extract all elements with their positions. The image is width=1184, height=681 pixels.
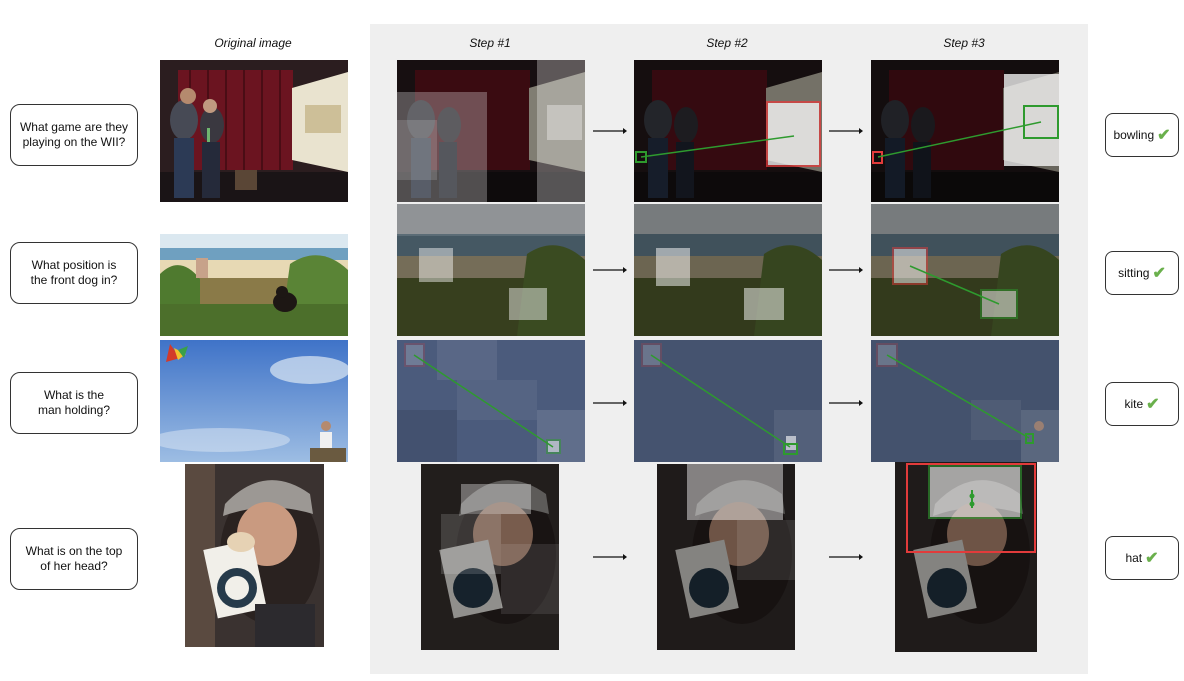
answer-text: sitting (1118, 266, 1150, 280)
answer-box-1: bowling✔ (1105, 113, 1179, 157)
step3-image-wii (871, 60, 1059, 202)
checkmark-icon: ✔ (1157, 127, 1171, 144)
right-arrow-icon (593, 554, 627, 560)
original-image-wii (160, 60, 348, 202)
wii-scene-illustration (160, 60, 348, 202)
step3-image-dog (871, 204, 1059, 336)
right-arrow-icon (593, 267, 627, 273)
original-image-dog (160, 234, 348, 336)
step2-image-dog (634, 204, 822, 336)
right-arrow-icon (593, 128, 627, 134)
original-image-kite (160, 340, 348, 462)
answer-box-2: sitting✔ (1105, 251, 1179, 295)
answer-text: hat (1125, 551, 1143, 565)
step2-image-wii (634, 60, 822, 202)
header-original-image: Original image (214, 36, 292, 50)
right-arrow-icon (829, 267, 863, 273)
step3-image-hat (895, 462, 1037, 652)
step1-image-wii (397, 60, 585, 202)
right-arrow-icon (593, 400, 627, 406)
right-arrow-icon (829, 128, 863, 134)
step2-image-kite (634, 340, 822, 462)
step1-image-hat (421, 464, 559, 650)
answer-box-3: kite✔ (1105, 382, 1179, 426)
answer-box-4: hat✔ (1105, 536, 1179, 580)
answer-text: kite (1124, 397, 1144, 411)
step2-image-hat (657, 464, 795, 650)
question-box-3: What is the man holding? (10, 372, 138, 434)
question-box-1: What game are they playing on the WII? (10, 104, 138, 166)
question-box-4: What is on the top of her head? (10, 528, 138, 590)
header-step-3: Step #3 (943, 36, 985, 50)
right-arrow-icon (829, 554, 863, 560)
question-box-2: What position is the front dog in? (10, 242, 138, 304)
right-arrow-icon (829, 400, 863, 406)
header-step-1: Step #1 (469, 36, 511, 50)
checkmark-icon: ✔ (1146, 396, 1160, 413)
header-step-2: Step #2 (706, 36, 748, 50)
original-image-hat (185, 464, 324, 647)
answer-text: bowling (1113, 128, 1155, 142)
step1-image-dog (397, 204, 585, 336)
checkmark-icon: ✔ (1152, 265, 1166, 282)
step3-image-kite (871, 340, 1059, 462)
step1-image-kite (397, 340, 585, 462)
checkmark-icon: ✔ (1145, 550, 1159, 567)
